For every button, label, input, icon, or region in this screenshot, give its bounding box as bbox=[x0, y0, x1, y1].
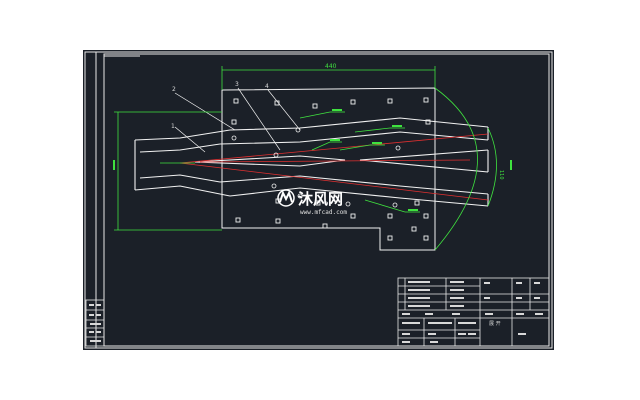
leader-lines bbox=[174, 87, 301, 153]
dimension-text: 440 110 bbox=[325, 63, 504, 180]
part-label-4: 4 bbox=[265, 83, 269, 90]
title-block-frame bbox=[397, 277, 550, 347]
mf-logo-icon bbox=[277, 189, 295, 207]
centerlines bbox=[179, 133, 489, 201]
part-label-1: 1 bbox=[171, 123, 175, 130]
title-block-text bbox=[402, 281, 543, 343]
bolt-holes bbox=[231, 97, 431, 241]
watermark: 沐风网 www.mfcad.com bbox=[277, 189, 347, 216]
part-label-2: 2 bbox=[172, 86, 176, 93]
dimension-text-stubs bbox=[113, 109, 512, 211]
dimension-lines bbox=[114, 66, 497, 251]
trunk-channel bbox=[134, 129, 231, 197]
side-revision-table bbox=[85, 299, 105, 347]
watermark-url: www.mfcad.com bbox=[300, 209, 347, 216]
part-label-3: 3 bbox=[235, 81, 239, 88]
title-block-note: 展 开 bbox=[489, 321, 501, 327]
upper-branch-channel bbox=[219, 117, 489, 145]
overall-length-dimension: 440 bbox=[325, 63, 337, 70]
watermark-brand: 沐风网 bbox=[298, 190, 343, 208]
drawing-background bbox=[83, 50, 554, 350]
part-labels: 2 3 4 1 bbox=[171, 81, 269, 130]
side-table-text bbox=[89, 304, 101, 342]
branch-width-dimension: 110 bbox=[498, 170, 504, 180]
frog-vee bbox=[194, 149, 489, 173]
